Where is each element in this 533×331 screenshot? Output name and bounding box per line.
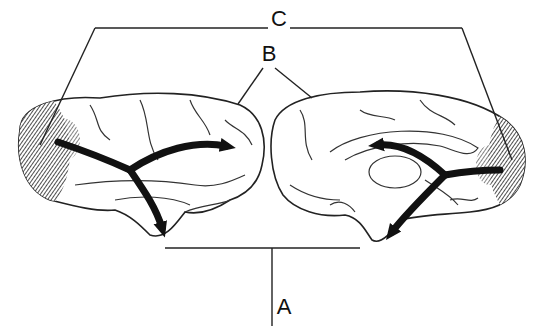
callout-letter: C — [271, 8, 287, 30]
bracket-c — [40, 28, 512, 160]
callout-letter: B — [262, 43, 277, 65]
pathway-arrows — [58, 142, 500, 232]
leader-a — [165, 248, 360, 326]
leader-b — [238, 68, 312, 104]
callout-letter: A — [277, 296, 292, 318]
left-hemisphere — [0, 90, 264, 236]
